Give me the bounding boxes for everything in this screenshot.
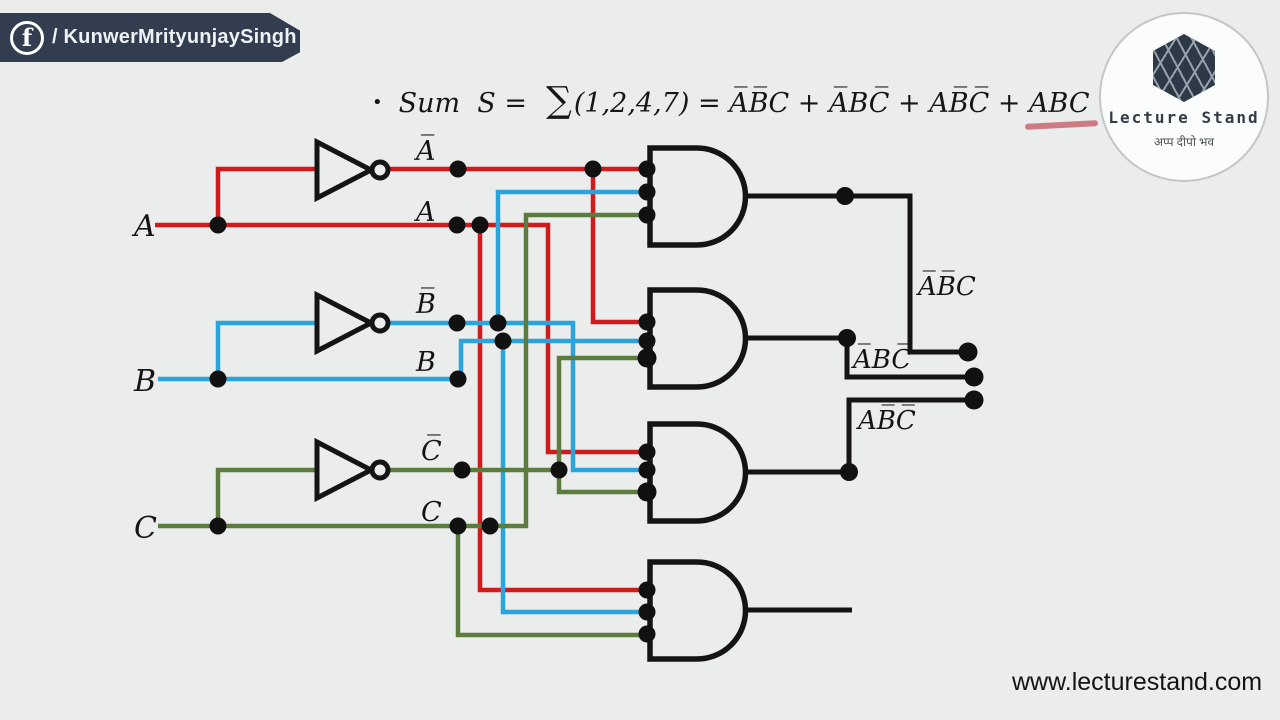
formula-lhs: Sum S = — [398, 88, 545, 119]
formula-rhs: (1,2,4,7) = A̅B̅C + A̅BC̅ + AB̅C̅ + — [573, 88, 1030, 119]
rail-label-b: B — [415, 347, 436, 378]
logo-tagline: अप्प दीपो भव — [1153, 135, 1215, 149]
wire-bbar-to-gate3 — [389, 320, 648, 473]
facebook-icon: f — [10, 20, 44, 55]
wire-c-to-inverter — [215, 467, 317, 526]
and-gate-3 — [647, 421, 749, 524]
facebook-badge[interactable]: f / KunwerMrityunjaySingh — [0, 13, 300, 62]
lecture-stand-logo: Lecture Stand अप्प दीपो भव — [1099, 12, 1269, 182]
wire-c-to-gate4 — [455, 526, 648, 638]
wire-a-to-inverter — [215, 166, 317, 225]
circuit-labels: A B C A̅ A B̅ B C̅ C A̅B̅C A̅BC̅ AB̅C̅ — [131, 134, 976, 546]
wire-b-to-inverter — [215, 320, 317, 379]
wire-a-to-gate3 — [155, 222, 648, 455]
and-gate-1 — [647, 145, 749, 248]
wire-group-b — [158, 189, 648, 615]
wire-cbar-to-gate2-gate3 — [556, 355, 648, 495]
and-gates — [647, 145, 749, 662]
gate1-output-wire — [745, 193, 968, 355]
output-label-gate2: A̅BC̅ — [851, 343, 911, 375]
logo-title: Lecture Stand — [1108, 108, 1260, 127]
website-url: www.lecturestand.com — [1012, 668, 1263, 696]
bullet-icon: • — [372, 92, 383, 113]
not-bubble-a — [369, 159, 391, 181]
facebook-icon-letter: f — [21, 22, 33, 52]
wire-b-to-gate4 — [500, 341, 648, 615]
inverters — [314, 137, 391, 503]
gate3-output-wire — [745, 397, 974, 475]
sum-formula: • Sum S = ∑ (1,2,4,7) = A̅B̅C + A̅BC̅ + … — [372, 80, 1090, 121]
wire-c-to-gate1 — [158, 212, 648, 529]
wire-bbar-to-gate1 — [495, 189, 648, 323]
wire-a-to-gate4 — [477, 225, 648, 593]
not-gate-c — [314, 437, 377, 503]
input-label-b: B — [133, 364, 156, 399]
not-gate-a — [314, 137, 377, 203]
wire-b-to-gate2 — [158, 338, 648, 382]
rail-label-a: A — [413, 197, 436, 228]
wire-group-c — [158, 212, 648, 638]
wire-abar-to-gate2 — [590, 169, 648, 325]
rail-label-cbar: C̅ — [421, 434, 442, 467]
input-label-a: A — [131, 209, 156, 244]
hexagon-logo-icon — [1153, 34, 1215, 102]
formula-underlined-term: ABC — [1029, 88, 1090, 119]
not-bubble-b — [369, 312, 391, 334]
and-gate-4 — [647, 559, 749, 662]
and-gate-2 — [647, 287, 749, 390]
not-bubble-c — [369, 459, 391, 481]
rail-label-abar: A̅ — [413, 134, 436, 167]
rail-label-bbar: B̅ — [415, 287, 436, 320]
wire-group-a — [155, 166, 648, 593]
output-label-gate3: AB̅C̅ — [856, 404, 916, 436]
sigma-symbol: ∑ — [546, 80, 572, 121]
output-wires — [745, 193, 974, 613]
output-label-gate1: A̅B̅C — [916, 270, 976, 302]
facebook-handle: / KunwerMrityunjaySingh — [52, 26, 297, 48]
input-label-c: C — [134, 511, 157, 546]
junction-dots — [209, 160, 984, 643]
gate2-output-wire — [745, 335, 974, 380]
not-gate-b — [314, 290, 377, 356]
rail-label-c: C — [421, 497, 442, 528]
